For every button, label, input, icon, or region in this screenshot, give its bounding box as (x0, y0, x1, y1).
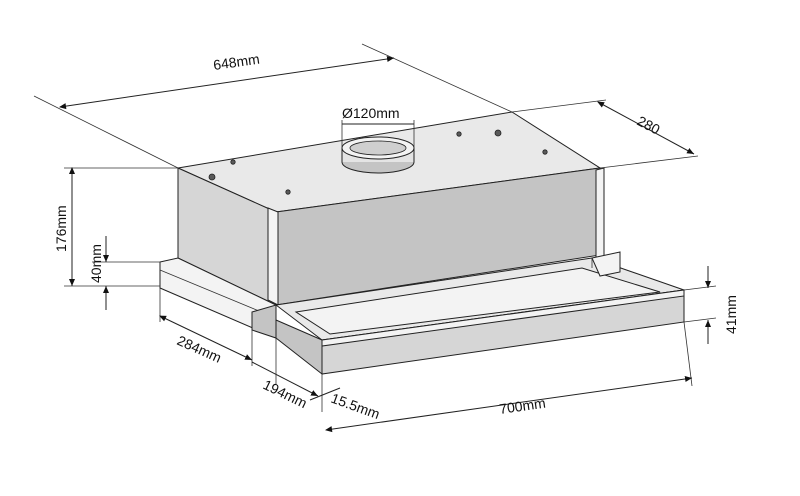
dim-line-284 (159, 315, 253, 361)
mounting-holes (208, 129, 548, 195)
label-body-height: 176mm (53, 205, 69, 252)
slide-tray-inner (294, 267, 661, 335)
hood-left-edge-strip (267, 207, 279, 306)
lower-rail-right (591, 251, 621, 277)
mounting-hole (456, 131, 462, 137)
label-duct-diameter: Ø120mm (342, 105, 400, 121)
label-front-height: 41mm (723, 295, 739, 334)
mounting-hole (285, 189, 291, 195)
dim-line-280 (597, 101, 695, 155)
keyhole-slot (208, 173, 216, 181)
dim-line-194 (251, 361, 319, 397)
dimension-lines (33, 43, 717, 433)
duct-collar (341, 136, 415, 174)
label-width-top: 648mm (212, 51, 260, 73)
keyhole-slot (494, 129, 502, 137)
duct-opening (349, 140, 407, 156)
label-front-width: 700mm (498, 395, 546, 417)
label-front-offset: 15.5mm (329, 390, 382, 422)
dim-line-700 (325, 376, 693, 433)
label-lower-height: 40mm (88, 244, 104, 283)
mounting-hole (542, 149, 548, 155)
mounting-hole (230, 159, 236, 165)
label-depth: 280 (635, 113, 663, 138)
label-lower-depth: 284mm (175, 332, 224, 366)
label-slide-depth: 194mm (261, 376, 310, 411)
lower-assembly (159, 251, 685, 376)
hood-right-end-strip (595, 167, 605, 259)
dim-line-648 (59, 56, 395, 110)
